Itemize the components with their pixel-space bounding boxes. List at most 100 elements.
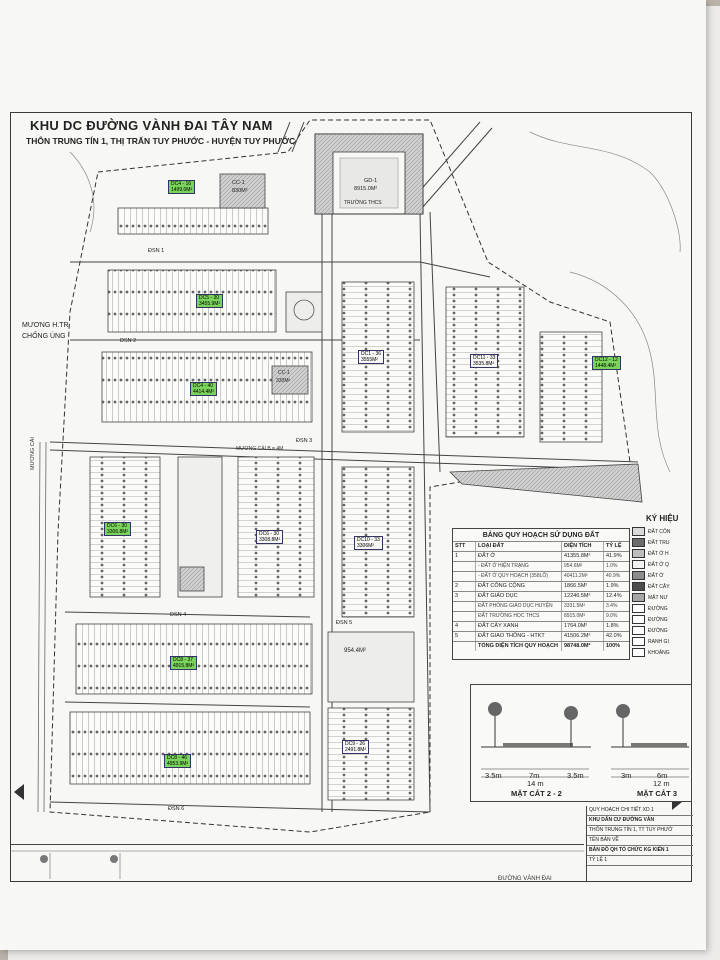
dim-33-total: 12 m xyxy=(653,779,670,788)
legend-item: ĐẤT Ở Q xyxy=(632,559,692,570)
land-use-table-title: BẢNG QUY HOẠCH SỬ DỤNG ĐẤT xyxy=(482,532,600,539)
paper-sheet: KHU DC ĐƯỜNG VÀNH ĐAI TÂY NAM THÔN TRUNG… xyxy=(0,0,706,950)
school-building xyxy=(314,133,424,215)
cc2-block xyxy=(271,365,309,395)
site-plan xyxy=(14,119,682,833)
cross-section-drawing xyxy=(481,702,689,778)
cc1-block xyxy=(219,173,266,209)
cc1-area: 830M² xyxy=(232,188,248,194)
legend-swatch xyxy=(632,637,645,646)
legend-label: ĐƯỜNG xyxy=(648,616,668,623)
title-block: QUY HOẠCH CHI TIẾT XD 1 KHU DÂN CƯ ĐƯỜNG… xyxy=(586,806,693,882)
dim-33-b: 6m xyxy=(657,771,668,780)
dim-22-total: 14 m xyxy=(527,779,544,788)
bottom-section-strip xyxy=(10,844,584,883)
legend-label: ĐẤT CÂY xyxy=(648,583,670,590)
road-dsn4: ĐSN 4 xyxy=(170,612,187,618)
legend-swatch xyxy=(632,549,645,558)
label-muong-cai: MƯƠNG CÁI xyxy=(30,437,36,470)
legend-label: ĐƯỜNG xyxy=(648,627,668,634)
existing-residential-lot xyxy=(327,631,415,703)
cc2-area: 330M² xyxy=(276,378,291,384)
tb-location: THÔN TRUNG TÍN 1, TT TUY PHƯỚ xyxy=(587,826,693,836)
legend-label: MẶT NƯ xyxy=(648,594,668,601)
tb-scale: TỶ LỆ 1 xyxy=(587,856,693,866)
legend-item: ĐƯỜNG xyxy=(632,603,692,614)
legend-item: KHOẢNG xyxy=(632,647,692,658)
road-dsn5: ĐSN 5 xyxy=(336,620,353,626)
legend-label: KHOẢNG xyxy=(648,649,670,656)
legend-label: ĐƯỜNG xyxy=(648,605,668,612)
dim-22-a: 3.5m xyxy=(485,771,502,780)
legend-swatch xyxy=(632,571,645,580)
legend-label: ĐẤT Ở Q xyxy=(648,561,669,568)
cc1-id: CC-1 xyxy=(232,180,245,186)
legend-item: RANH GI xyxy=(632,636,692,647)
tb-drawing-name: BẢN ĐỒ QH TỔ CHỨC KG KIẾN 1 xyxy=(587,846,693,856)
legend-label: ĐẤT Ở xyxy=(648,572,664,579)
legend-item: ĐẤT TRU xyxy=(632,537,692,548)
land-use-table-header: STT LOẠI ĐẤT DIỆN TÍCH TỶ LỆ xyxy=(453,541,629,551)
school-area: 8915.0M² xyxy=(354,186,378,192)
label-muong-cai-b4: MƯƠNG CÁI B = 4M xyxy=(236,446,284,452)
map-legend: KÝ HIỆU ĐẤT CÔN ĐẤT TRU ĐẤT Ở H ĐẤT Ở Q ĐẤT … xyxy=(632,514,692,684)
legend-swatch xyxy=(632,615,645,624)
tb-area: KHU DÂN CƯ ĐƯỜNG VÀN xyxy=(587,816,693,826)
road-dsn3: ĐSN 3 xyxy=(296,438,313,444)
parking-area: 954.4M² xyxy=(344,648,367,654)
legend-item: ĐƯỜNG xyxy=(632,625,692,636)
legend-swatch xyxy=(632,604,645,613)
legend-swatch xyxy=(632,582,645,591)
legend-item: MẶT NƯ xyxy=(632,592,692,603)
legend-item: ĐẤT CÔN xyxy=(632,526,692,537)
legend-label: RANH GI xyxy=(648,638,669,645)
map-title: KHU DC ĐƯỜNG VÀNH ĐAI TÂY NAM xyxy=(30,118,273,133)
tb-drawing-label: TÊN BẢN VẼ xyxy=(587,836,693,846)
legend-label: ĐẤT CÔN xyxy=(648,528,671,535)
drawing-frame xyxy=(10,112,692,882)
road-dsn6: ĐSN 6 xyxy=(168,806,185,812)
legend-title: KÝ HIỆU xyxy=(646,514,679,523)
legend-swatch xyxy=(632,527,645,536)
legend-item: ĐƯỜNG xyxy=(632,614,692,625)
road-dsn2: ĐSN 2 xyxy=(120,338,137,344)
legend-swatch xyxy=(632,538,645,547)
legend-label: ĐẤT TRU xyxy=(648,539,670,546)
cc2-id: CC-1 xyxy=(278,370,290,376)
section-33-label: MẶT CẮT 3 xyxy=(637,789,677,798)
dim-33-a: 3m xyxy=(621,771,632,780)
road-bottom-label: ĐƯỜNG VÀNH ĐAI xyxy=(498,876,552,882)
land-use-table: BẢNG QUY HOẠCH SỬ DỤNG ĐẤT STT LOẠI ĐẤT … xyxy=(452,528,630,660)
label-muong-north-2: CHỐNG ÚNG xyxy=(22,333,66,340)
map-subtitle: THÔN TRUNG TÍN 1, THỊ TRẤN TUY PHƯỚC - H… xyxy=(26,136,296,146)
legend-swatch xyxy=(632,593,645,602)
school-name: TRƯỜNG THCS xyxy=(344,200,382,206)
legend-item: ĐẤT Ở H xyxy=(632,548,692,559)
legend-item: ĐẤT CÂY xyxy=(632,581,692,592)
legend-label: ĐẤT Ở H xyxy=(648,550,669,557)
label-muong-north: MƯƠNG H.TR xyxy=(22,322,69,329)
road-dsn1: ĐSN 1 xyxy=(148,248,165,254)
cross-sections: 3.5m 7m 3.5m 14 m 3m 6m 12 m MẶT CẮT 2 -… xyxy=(470,684,692,802)
legend-swatch xyxy=(632,648,645,657)
section-22-label: MẶT CẮT 2 - 2 xyxy=(511,789,562,798)
